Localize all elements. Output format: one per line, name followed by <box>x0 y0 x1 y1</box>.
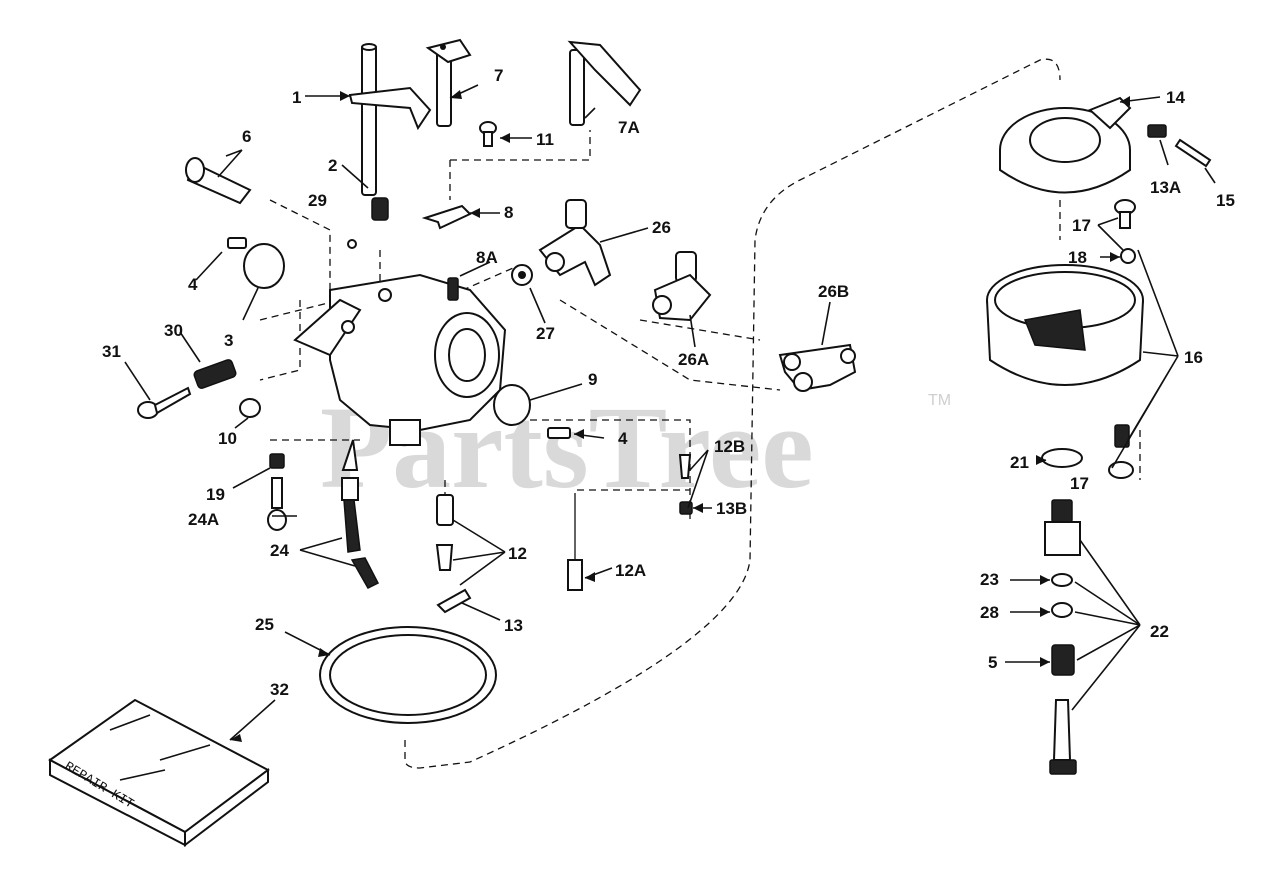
screw-part-4-upper <box>227 237 247 249</box>
seal-part-27 <box>511 264 533 286</box>
spring-part-17 <box>1114 424 1130 448</box>
callout-label: 24A <box>188 510 219 529</box>
needle-seat-part-12 <box>435 494 454 571</box>
callout-label: 32 <box>270 680 289 699</box>
callout-label: 8 <box>504 203 513 222</box>
callout-label: 4 <box>618 429 628 448</box>
callout-label: 22 <box>1150 622 1169 641</box>
callout-label: 7 <box>494 66 503 85</box>
callout-label: 10 <box>218 429 237 448</box>
carburetor-body <box>293 273 507 446</box>
callout-label: 11 <box>536 130 554 149</box>
callout-label: 13 <box>504 616 523 635</box>
callout-label: 28 <box>980 603 999 622</box>
throttle-shaft-part <box>348 43 432 196</box>
bowl-screw-part-17 <box>1114 199 1136 229</box>
fuel-fitting-part-26a <box>652 251 712 322</box>
repair-kit-part-32: REPAIR KIT <box>48 698 270 848</box>
callout-label: 24 <box>270 541 289 560</box>
callout-label: 30 <box>164 321 183 340</box>
throttle-plate-part <box>243 243 285 289</box>
spring-part-8a <box>447 277 459 301</box>
fuel-fitting-part-26b <box>778 343 857 392</box>
callout-label: 14 <box>1166 88 1185 107</box>
callout-label: 29 <box>308 191 327 210</box>
screw-part-11 <box>479 121 497 147</box>
check-ball-part <box>347 239 357 249</box>
callout-label: 16 <box>1184 348 1203 367</box>
clip-part-17 <box>1108 461 1134 479</box>
callout-label: 8A <box>476 248 498 267</box>
callout-label: 17 <box>1072 216 1091 235</box>
shaft-sleeve-part <box>185 157 252 205</box>
washer-part-21 <box>1041 448 1083 468</box>
clip-part-13 <box>436 588 472 614</box>
diaphragm-cup-part-14 <box>999 96 1132 194</box>
washer-part-18 <box>1120 248 1136 264</box>
callout-label: 21 <box>1010 453 1029 472</box>
float-bowl-part-16 <box>986 264 1144 386</box>
callout-label: 25 <box>255 615 274 634</box>
callout-label: 4 <box>188 275 198 294</box>
spring-part-30 <box>193 359 237 389</box>
callout-label: 15 <box>1216 191 1235 210</box>
callout-label: 17 <box>1070 474 1089 493</box>
spring-part-19 <box>269 453 285 469</box>
main-jet-assembly-part-22 <box>1044 499 1081 775</box>
mixture-screw-part-24a <box>267 477 287 531</box>
needle-tube-part-24 <box>341 439 380 589</box>
callout-labels: 1 2 3 4 4 5 6 7 7A 8 8A 9 10 11 12 12A 1… <box>102 66 1235 699</box>
callout-label: 26 <box>652 218 671 237</box>
choke-plate-part <box>493 384 531 426</box>
callout-label: 12B <box>714 437 745 456</box>
bowl-gasket-part-25 <box>319 626 497 724</box>
callout-label: 27 <box>536 324 555 343</box>
callout-label: 23 <box>980 570 999 589</box>
callout-label: 26B <box>818 282 849 301</box>
callout-label: 18 <box>1068 248 1087 267</box>
choke-bracket-part <box>421 204 472 230</box>
assembly-boundary-lines <box>259 58 1141 769</box>
washer-part-10 <box>239 398 261 418</box>
pin-part-15 <box>1174 138 1212 168</box>
choke-shaft-alt-part <box>567 40 642 126</box>
watermark-trademark: TM <box>928 392 951 409</box>
callout-label: 26A <box>678 350 709 369</box>
callout-label: 13A <box>1150 178 1181 197</box>
spring-part-2 <box>371 197 389 221</box>
callout-label: 5 <box>988 653 997 672</box>
callout-label: 3 <box>224 331 233 350</box>
callout-label: 19 <box>206 485 225 504</box>
needle-part-12b <box>678 454 692 479</box>
leader-arrowheads <box>230 90 1130 742</box>
callout-label: 12A <box>615 561 646 580</box>
idle-screw-part-31 <box>137 386 192 419</box>
fuel-fitting-part-26 <box>538 199 612 287</box>
screw-part-4-lower <box>547 427 571 439</box>
needle-part-12a <box>567 559 583 591</box>
callout-label: 2 <box>328 156 337 175</box>
callout-label: 12 <box>508 544 527 563</box>
callout-label: 7A <box>618 118 640 137</box>
callout-label: 31 <box>102 342 121 361</box>
callout-label: 6 <box>242 127 251 146</box>
spring-part-13a <box>1147 124 1167 138</box>
callout-label: 9 <box>588 370 597 389</box>
callout-label: 13B <box>716 499 747 518</box>
choke-shaft-part <box>425 38 472 127</box>
callout-label: 1 <box>292 88 301 107</box>
